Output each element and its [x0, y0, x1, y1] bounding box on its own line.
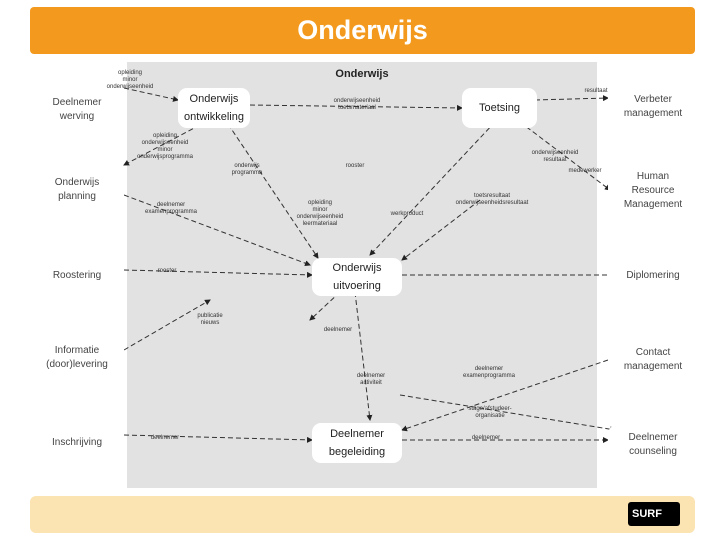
- box-onderwijs-ontwikkeling[interactable]: Onderwijs ontwikkeling: [178, 88, 250, 128]
- flow-uitvoering-begeleiding: [354, 291, 373, 421]
- label-resultaat: resultaat: [584, 88, 608, 94]
- label-deelnemer-left: deelnemer: [150, 435, 180, 441]
- label-werkproduct: werkproduct: [390, 211, 424, 217]
- page-title: Onderwijs: [297, 15, 428, 45]
- node-inschrijving[interactable]: Inschrijving: [30, 425, 124, 461]
- label-opleiding-leermateriaal: opleiding minor onderwijseenheid leermat…: [296, 200, 344, 227]
- flow-uitvoering-deelnemer: [309, 291, 341, 321]
- box-onderwijs-uitvoering[interactable]: Onderwijs uitvoering: [312, 258, 402, 296]
- label-rooster-mid: rooster: [157, 268, 177, 274]
- label-toetsmateriaal: onderwijseenheid toetsmateriaal: [333, 98, 381, 111]
- node-diplomering[interactable]: Diplomering: [608, 258, 698, 294]
- box-toetsing[interactable]: Toetsing: [462, 88, 537, 128]
- flow-informatie-publicatie: [123, 299, 211, 351]
- label-deelnemer-activiteit: deelnemer activiteit: [356, 373, 386, 386]
- flow-toetsresultaat: [401, 199, 481, 261]
- flow-ontwikkeling-planning: [123, 124, 201, 166]
- label-deelnemer-examenprogramma-2: deelnemer examenprogramma: [462, 366, 516, 379]
- label-stage-organisatie: stage/afstudeer- organisatie: [468, 406, 512, 419]
- label-deelnemer-examenprogramma: deelnemer examenprogramma: [144, 202, 198, 215]
- box-deelnemer-begeleiding[interactable]: Deelnemer begeleiding: [312, 423, 402, 463]
- flow-planning-uitvoering: [123, 194, 311, 267]
- flow-toetsing-verbeter: [534, 95, 609, 102]
- flow-roostering-uitvoering: [123, 269, 313, 278]
- label-publicatie: publicatie nieuws: [197, 313, 223, 326]
- label-deelnemer-right: deelnemer: [471, 435, 501, 441]
- node-human-resource-management[interactable]: Human Resource Management: [608, 168, 698, 214]
- label-onderwijseenheid-resultaat: onderwijseenheid resultaat: [531, 150, 579, 163]
- title-bar: Onderwijs: [30, 7, 695, 54]
- node-verbeter-management[interactable]: Verbeter management: [608, 85, 698, 129]
- flow-toetsing-hrm: [519, 121, 611, 191]
- node-roostering[interactable]: Roostering: [30, 258, 124, 294]
- footer-bar: [30, 496, 695, 533]
- flow-ontwikkeling-uitvoering: [227, 123, 319, 259]
- node-contact-management[interactable]: Contact management: [608, 340, 698, 380]
- flow-contact-begeleiding: [401, 359, 609, 432]
- node-deelnemer-counseling[interactable]: Deelnemer counseling: [608, 425, 698, 465]
- core-title: Onderwijs: [335, 68, 389, 80]
- flow-stage-counseling: [399, 394, 616, 433]
- label-opleiding-programma: opleiding onderwijseenheid minor onderwi…: [136, 133, 194, 160]
- label-medewerker: medewerker: [568, 168, 602, 174]
- label-toetsresultaat: toetsresultaat onderwijseenheidsresultaa…: [455, 193, 529, 206]
- label-rooster-top: rooster: [345, 163, 365, 169]
- flow-inschrijving-begeleiding: [123, 434, 313, 443]
- flow-ontwikkeling-toetsing: [249, 104, 463, 111]
- node-deelnemer-werving[interactable]: Deelnemer werving: [30, 90, 124, 130]
- node-informatie-levering[interactable]: Informatie (door)levering: [30, 338, 124, 378]
- flow-werving-ontwikkeling: [123, 87, 179, 102]
- label-opleiding-top: opleiding minor onderwijseenheid: [106, 70, 154, 90]
- flow-toetsing-uitvoering: [369, 121, 496, 256]
- node-onderwijs-planning[interactable]: Onderwijs planning: [30, 170, 124, 210]
- label-onderwijsprogramma: onderwijs programma: [231, 163, 263, 176]
- surf-logo: SURF: [628, 502, 680, 526]
- label-deelnemer-mid: deelnemer: [323, 327, 353, 333]
